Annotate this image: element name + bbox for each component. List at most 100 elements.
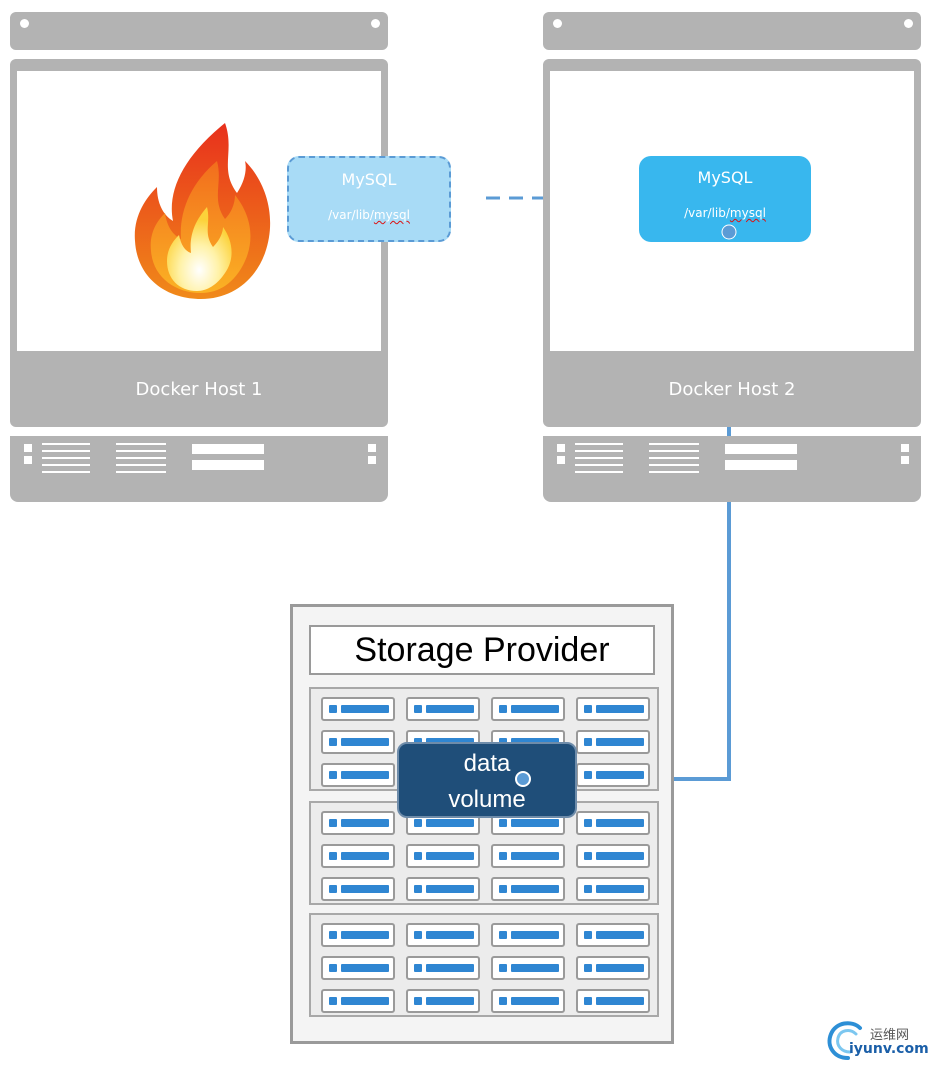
drive-led-icon bbox=[584, 738, 592, 746]
vent-line bbox=[116, 457, 166, 459]
drive-group bbox=[309, 913, 659, 1017]
vent-line bbox=[42, 464, 90, 466]
drive-slot bbox=[576, 956, 650, 980]
drive-slot-bar bbox=[341, 852, 389, 860]
drive-slot bbox=[576, 877, 650, 901]
docker-host-2: Docker Host 2 bbox=[543, 12, 921, 502]
vent-line bbox=[649, 471, 699, 473]
indicator-light bbox=[557, 456, 565, 464]
vent-line bbox=[116, 443, 166, 445]
drive-slot bbox=[576, 730, 650, 754]
drive-bay bbox=[725, 444, 797, 454]
drive-slot-bar bbox=[341, 885, 389, 893]
drive-slot bbox=[406, 697, 480, 721]
drive-slot bbox=[576, 763, 650, 787]
drive-led-icon bbox=[414, 997, 422, 1005]
indicator-light bbox=[368, 444, 376, 452]
vent-line bbox=[649, 443, 699, 445]
drive-slot-bar bbox=[426, 964, 474, 972]
drive-slot bbox=[321, 989, 395, 1013]
storage-title: Storage Provider bbox=[309, 625, 655, 675]
drive-led-icon bbox=[414, 931, 422, 939]
drive-slot bbox=[321, 763, 395, 787]
drive-led-icon bbox=[329, 705, 337, 713]
drive-led-icon bbox=[329, 931, 337, 939]
drive-led-icon bbox=[414, 964, 422, 972]
drive-led-icon bbox=[329, 885, 337, 893]
drive-slot-bar bbox=[426, 885, 474, 893]
drive-led-icon bbox=[414, 852, 422, 860]
drive-led-icon bbox=[584, 964, 592, 972]
drive-slot-bar bbox=[426, 997, 474, 1005]
spellcheck-underline: mysql bbox=[373, 208, 410, 222]
drive-slot-bar bbox=[511, 885, 559, 893]
drive-slot bbox=[491, 877, 565, 901]
drive-led-icon bbox=[584, 931, 592, 939]
drive-slot-bar bbox=[341, 997, 389, 1005]
drive-slot bbox=[406, 923, 480, 947]
drive-slot bbox=[321, 923, 395, 947]
vent-line bbox=[575, 457, 623, 459]
drive-led-icon bbox=[414, 705, 422, 713]
drive-slot-bar bbox=[596, 819, 644, 827]
drive-slot-bar bbox=[341, 931, 389, 939]
vent-line bbox=[116, 471, 166, 473]
vent-line bbox=[116, 464, 166, 466]
docker-host-1: Docker Host 1 bbox=[10, 12, 388, 502]
drive-led-icon bbox=[499, 997, 507, 1005]
drive-bay bbox=[192, 444, 264, 454]
host-label: Docker Host 1 bbox=[135, 379, 263, 400]
drive-led-icon bbox=[499, 885, 507, 893]
host-body: Docker Host 2 bbox=[543, 59, 921, 427]
host-label: Docker Host 2 bbox=[668, 379, 796, 400]
drive-slot-bar bbox=[596, 997, 644, 1005]
drive-slot bbox=[576, 989, 650, 1013]
drive-slot bbox=[491, 697, 565, 721]
mysql-path: /var/lib/mysql bbox=[328, 208, 410, 222]
mysql-title: MySQL bbox=[697, 168, 753, 187]
host-bottom-bar bbox=[543, 436, 921, 502]
mysql-title: MySQL bbox=[341, 170, 397, 189]
vent-line bbox=[42, 457, 90, 459]
drive-slot bbox=[321, 844, 395, 868]
drive-led-icon bbox=[329, 738, 337, 746]
drive-led-icon bbox=[499, 852, 507, 860]
drive-slot-bar bbox=[341, 964, 389, 972]
drive-slot-bar bbox=[341, 819, 389, 827]
drive-slot-bar bbox=[511, 705, 559, 713]
drive-group bbox=[309, 687, 659, 791]
drive-led-icon bbox=[584, 771, 592, 779]
drive-bay bbox=[725, 460, 797, 470]
drive-slot-bar bbox=[511, 852, 559, 860]
vent-line bbox=[42, 443, 90, 445]
indicator-light bbox=[24, 456, 32, 464]
drive-slot-bar bbox=[511, 964, 559, 972]
drive-slot bbox=[321, 730, 395, 754]
drive-led-icon bbox=[584, 705, 592, 713]
drive-slot-bar bbox=[341, 771, 389, 779]
drive-led-icon bbox=[414, 819, 422, 827]
vent-line bbox=[649, 457, 699, 459]
drive-slot-bar bbox=[596, 964, 644, 972]
drive-slot bbox=[406, 844, 480, 868]
drive-led-icon bbox=[584, 852, 592, 860]
drive-slot-bar bbox=[596, 705, 644, 713]
drive-slot-bar bbox=[511, 997, 559, 1005]
drive-led-icon bbox=[329, 997, 337, 1005]
drive-led-icon bbox=[584, 819, 592, 827]
watermark-line-1: 运维网 bbox=[870, 1028, 910, 1043]
drive-slot-bar bbox=[341, 705, 389, 713]
fire-icon bbox=[134, 123, 271, 299]
drive-slot-bar bbox=[426, 931, 474, 939]
host-top-bar bbox=[543, 12, 921, 50]
drive-slot-bar bbox=[596, 738, 644, 746]
drive-led-icon bbox=[584, 997, 592, 1005]
drive-slot-bar bbox=[596, 771, 644, 779]
drive-slot-bar bbox=[596, 885, 644, 893]
vent-line bbox=[116, 450, 166, 452]
drive-slot bbox=[491, 923, 565, 947]
indicator-light bbox=[368, 456, 376, 464]
screw-icon bbox=[20, 19, 29, 28]
screw-icon bbox=[371, 19, 380, 28]
